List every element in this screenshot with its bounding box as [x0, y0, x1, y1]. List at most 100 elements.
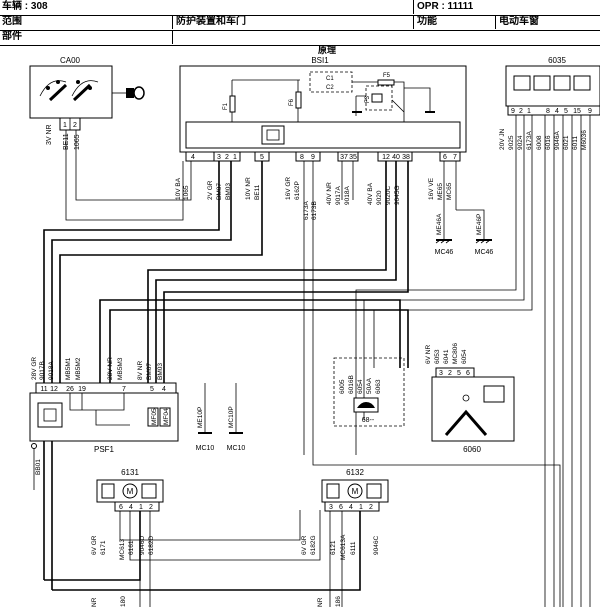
fuse-label: F6 — [289, 98, 295, 106]
component-6060-id: 6060 — [463, 445, 481, 454]
window-icon — [141, 483, 157, 499]
component-68: 6005 6016B 6054 50AA 6063 68-- — [333, 357, 405, 427]
pin-label: 9 — [588, 108, 592, 115]
wire-label: MC806 — [452, 343, 459, 364]
pin-label: 6 — [466, 370, 470, 377]
bsi1-pin: 4 — [191, 154, 195, 161]
vehicle-label: 车辆 : 308 — [2, 1, 48, 12]
wire-label: 6005 — [339, 379, 346, 394]
wire-label: ME65 — [437, 183, 444, 200]
bsi1-pin: 6 — [443, 154, 447, 161]
motor-icon-glyph: M — [127, 487, 134, 496]
wire-label: 9020C — [385, 186, 392, 205]
wire-spec: 6V GR — [91, 535, 98, 555]
chip-icon — [37, 402, 63, 428]
wire-label: 9017A — [335, 186, 342, 205]
wire-label: 6021 — [563, 135, 570, 150]
relay-coil-icon — [371, 93, 383, 103]
wire-label: MC613 — [119, 539, 126, 560]
wire-label: 6162P — [294, 181, 301, 200]
bsi1-pin: 9 — [311, 154, 315, 161]
ground-label: MC46 — [475, 249, 494, 256]
ca00-pin: 1 — [63, 122, 67, 129]
component-6132: 6132 M 3 6 4 1 2 6V GR 6182G 6121 MC613A… — [301, 468, 389, 560]
pin-label: 1 — [139, 504, 143, 511]
adjust-icon — [573, 75, 591, 91]
parts-label: 部件 — [2, 31, 22, 42]
wire-label: MB5M1 — [65, 357, 72, 380]
wire-label: 180 — [120, 596, 127, 607]
bsi1-connector — [185, 151, 461, 162]
wire-label: BE11 — [63, 133, 70, 150]
bb-label: BB01 — [35, 459, 42, 475]
wire-label: 50AA — [366, 377, 373, 394]
wire-label: BM07 — [146, 363, 153, 380]
wire-spec: 8V NR — [137, 361, 144, 380]
lock-icon — [533, 75, 551, 91]
wire-spec: NR — [317, 597, 324, 607]
wire-label: 9046D — [139, 536, 146, 555]
ground-group-top: ME46A ME46P MC46 MC46 — [435, 161, 494, 256]
fuse-label: MF04 — [163, 408, 170, 425]
component-68-id: 68-- — [362, 417, 375, 424]
key-switch-icon — [39, 80, 99, 102]
pin-label: 3 — [329, 504, 333, 511]
relay-label: C2 — [326, 85, 334, 91]
pin-label: 2 — [519, 108, 523, 115]
wire-label: M6036 — [581, 130, 588, 150]
component-6035: 6035 9 2 1 8 4 5 15 9 20V JN 9025 9024 6… — [499, 56, 600, 150]
component-6060: 6V NR 6053 6041 MC806 6054 3 2 5 6 6060 — [425, 343, 515, 454]
wire-label: 9025 — [508, 135, 515, 150]
pin-label: 2 — [448, 370, 452, 377]
wire-label: 9045G — [394, 185, 401, 205]
wire-spec: 6V NR — [425, 345, 432, 364]
bsi1-pin: 5 — [260, 154, 264, 161]
wire-spec: 6V GR — [301, 535, 308, 555]
lamp-icon — [444, 409, 488, 436]
fuse-icon — [295, 91, 302, 109]
fuse-label: F5 — [383, 73, 391, 79]
fuse-icon — [147, 407, 159, 427]
ca00-body — [29, 65, 113, 119]
opr-label: OPR : 11111 — [417, 1, 474, 12]
wire-label: 6173A — [526, 131, 533, 150]
ground-group-psf: ME10P MC10P MC10 MC10 — [196, 383, 245, 452]
wire-label: 6053 — [434, 349, 441, 364]
relay-frame — [365, 85, 393, 111]
component-6131-id: 6131 — [121, 468, 139, 477]
wire-label: BM03 — [225, 183, 232, 200]
ground-label: MC46 — [435, 249, 454, 256]
window-icon — [513, 75, 531, 91]
window-icon — [483, 385, 505, 403]
wire-label: 6173A — [303, 201, 310, 220]
ca00-spec: 3V NR — [46, 124, 53, 145]
wire-label: 9020 — [376, 190, 383, 205]
pin-label: 5 — [150, 386, 154, 393]
header-divider — [413, 15, 414, 29]
wire-label: 6182D — [148, 536, 155, 555]
bsi1-pin: 2 — [225, 154, 229, 161]
pin-label: 12 — [50, 386, 58, 393]
psf1-id: PSF1 — [94, 445, 115, 454]
wire-label: 1065 — [183, 185, 190, 200]
wire-label: 6054 — [357, 379, 364, 394]
wire-label: MB5M3 — [117, 357, 124, 380]
wire-label: 9046C — [373, 536, 380, 555]
pin-label: 4 — [129, 504, 133, 511]
motor-icon — [347, 483, 363, 499]
pin-label: 1 — [527, 108, 531, 115]
motor-icon — [122, 483, 138, 499]
pin-label: 2 — [369, 504, 373, 511]
wire-label: BM03 — [157, 363, 164, 380]
chip-icon — [101, 483, 115, 499]
wire-label: 6016 — [545, 135, 552, 150]
header-row-3: 部件 — [0, 30, 600, 46]
wire-spec: 20V JN — [499, 128, 506, 150]
wire-label: 9046A — [554, 131, 561, 150]
wire-label: 6016B — [348, 375, 355, 394]
diagram-title: 原理 — [318, 45, 336, 55]
bsi1-pin: 8 — [300, 154, 304, 161]
bsi1-pin: 1 — [233, 154, 237, 161]
mirror-icon — [553, 75, 571, 91]
pin-label: 11 — [40, 386, 47, 393]
